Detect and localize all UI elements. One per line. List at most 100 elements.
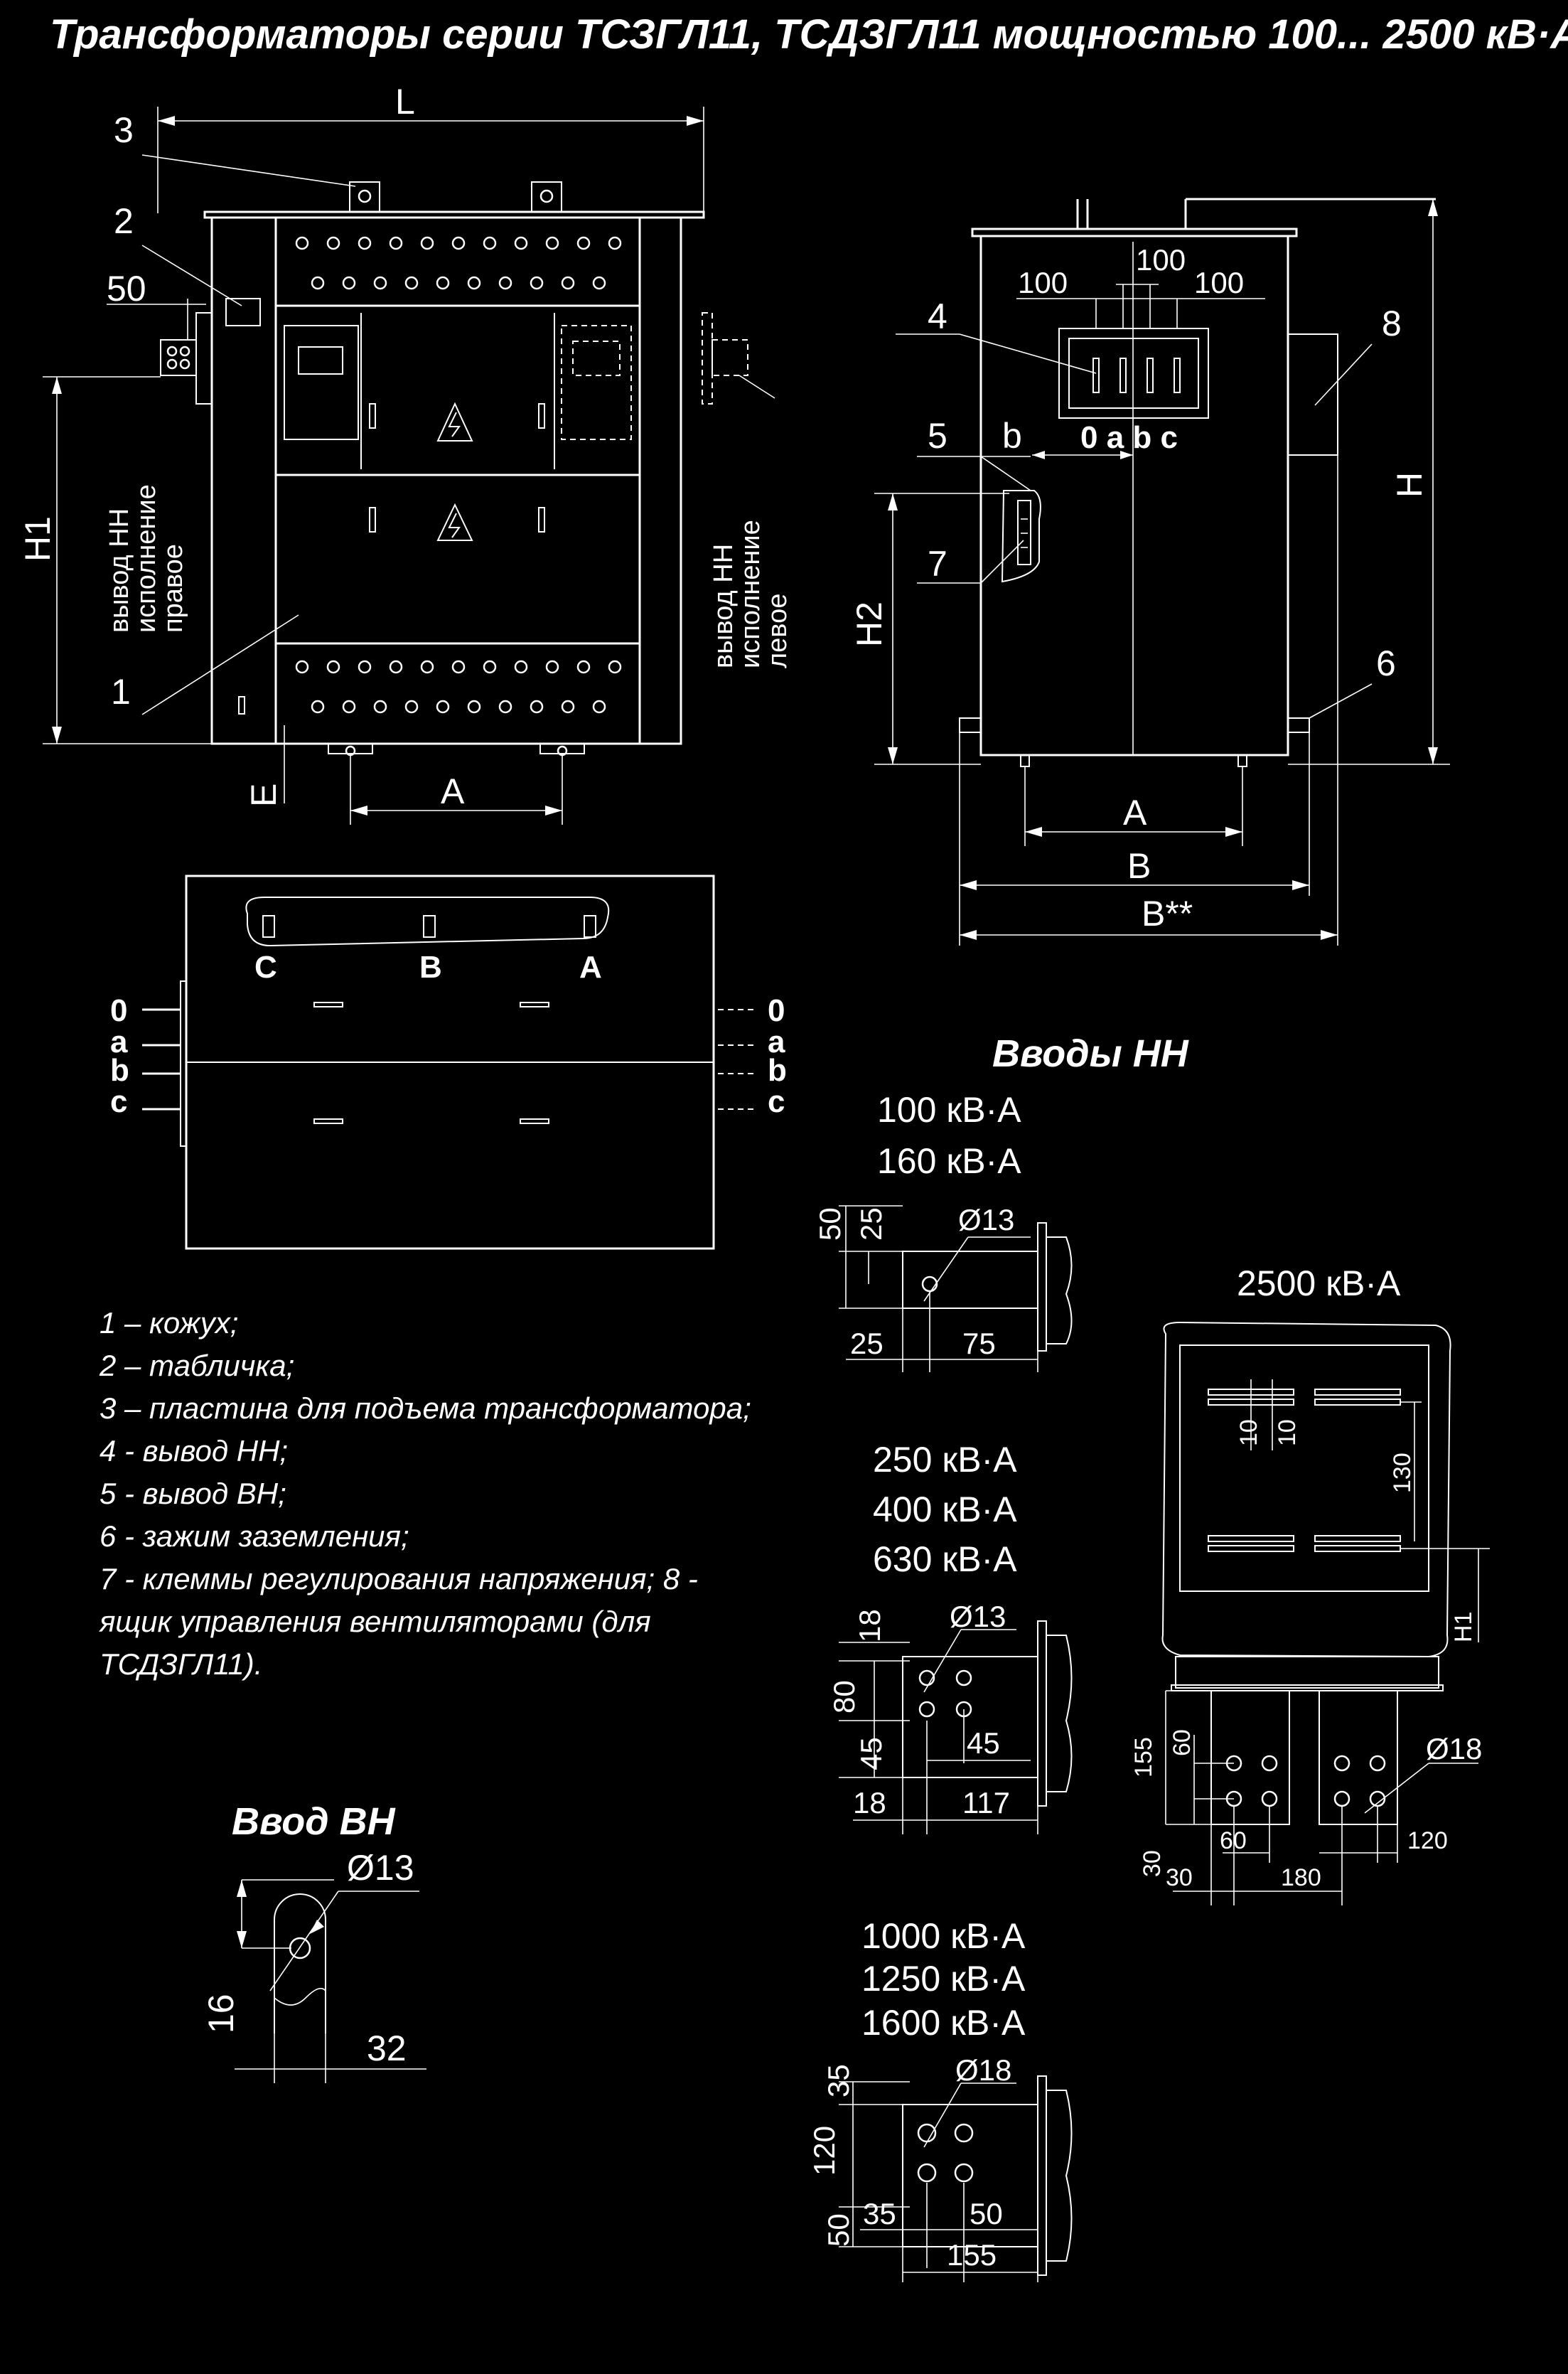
- dim-100-right: 100: [1194, 266, 1244, 299]
- vent-hole: [514, 236, 528, 250]
- g3-dia: Ø18: [955, 2053, 1011, 2087]
- dim-B: B: [1127, 846, 1151, 886]
- g2-rating-3: 630 кВ·А: [873, 1539, 1017, 1579]
- g2-d117: 117: [962, 1786, 1010, 1819]
- vent-hole: [514, 660, 528, 674]
- lv-right-line-1: вывод НН: [104, 508, 134, 633]
- top-view: C B A 0 a b c 0 a b c: [110, 875, 787, 1250]
- vent-hole: [561, 276, 575, 290]
- callout-3: 3: [114, 110, 134, 150]
- g3-d50h: 50: [970, 2197, 1003, 2230]
- lv-left-line-2: исполнение: [736, 520, 766, 668]
- g3-d155: 155: [947, 2238, 997, 2272]
- vent-hole: [576, 660, 591, 674]
- lv-right-line-2: исполнение: [131, 484, 161, 633]
- callout-4: 4: [928, 296, 947, 336]
- vent-hole: [545, 660, 559, 674]
- g4-dia: Ø18: [1426, 1732, 1482, 1765]
- hv-dim-16: 16: [201, 1994, 241, 2033]
- callout-1: 1: [111, 672, 131, 712]
- g4-d155: 155: [1130, 1737, 1157, 1777]
- legend-item-7: 7 - клеммы регулирования напряжения; 8 -: [100, 1562, 698, 1595]
- g1-d50: 50: [813, 1207, 847, 1241]
- vent-hole: [420, 236, 434, 250]
- hv-label-a: A: [579, 950, 602, 985]
- vent-hole: [608, 660, 622, 674]
- dim-b: b: [1002, 416, 1022, 456]
- g2-d45v: 45: [854, 1737, 888, 1770]
- vent-hole: [483, 660, 497, 674]
- legend-item-8: ящик управления вентиляторами (для: [99, 1605, 651, 1638]
- g3-rating-1: 1000 кВ·А: [861, 1916, 1026, 1956]
- lv-inputs-heading: Вводы НН: [992, 1032, 1189, 1075]
- g4-d10a: 10: [1235, 1419, 1262, 1446]
- dim-B2: B**: [1142, 894, 1193, 934]
- vent-hole: [358, 660, 372, 674]
- lv-label-c-right: c: [768, 1084, 785, 1119]
- g4-d60v: 60: [1169, 1729, 1196, 1756]
- vent-hole: [342, 276, 356, 290]
- dim-E: E: [244, 784, 284, 807]
- legend-item-2: 2 – табличка;: [99, 1349, 294, 1382]
- legend-item-4: 4 - вывод НН;: [100, 1434, 288, 1467]
- legend-item-9: ТСДЗГЛ11).: [100, 1647, 262, 1681]
- legend-item-6: 6 - зажим заземления;: [100, 1519, 409, 1553]
- vent-hole: [592, 700, 606, 714]
- g1-rating-1: 100 кВ·А: [877, 1090, 1021, 1130]
- vent-hole: [358, 236, 372, 250]
- vent-hole: [373, 276, 387, 290]
- hv-stud: [584, 915, 596, 938]
- callout-2: 2: [114, 201, 134, 241]
- vent-hole: [451, 236, 466, 250]
- g2-d18h: 18: [853, 1786, 886, 1819]
- g2-rating-1: 250 кВ·А: [873, 1440, 1017, 1480]
- vent-hole: [451, 660, 466, 674]
- callout-5: 5: [928, 416, 947, 456]
- vent-hole: [467, 700, 481, 714]
- vent-hole: [295, 236, 309, 250]
- g2-d80: 80: [827, 1680, 861, 1713]
- lv-label-0-left: 0: [110, 993, 127, 1028]
- vent-hole: [389, 236, 403, 250]
- lv-label-c-left: c: [110, 1084, 127, 1119]
- vent-hole: [545, 236, 559, 250]
- vent-hole: [373, 700, 387, 714]
- g2-rating-2: 400 кВ·А: [873, 1490, 1017, 1529]
- g4-rating: 2500 кВ·А: [1237, 1263, 1401, 1303]
- g2-d45h: 45: [967, 1726, 1000, 1760]
- legend: 1 – кожух; 2 – табличка; 3 – пластина дл…: [99, 1306, 751, 1681]
- legend-item-3: 3 – пластина для подъема трансформатора;: [100, 1391, 751, 1425]
- g4-d30h: 30: [1166, 1864, 1193, 1891]
- g4-d60h: 60: [1220, 1827, 1247, 1854]
- vent-hole: [326, 236, 340, 250]
- vent-hole: [592, 276, 606, 290]
- g4-d120: 120: [1407, 1827, 1448, 1854]
- lv-left-line-3: левое: [763, 594, 793, 668]
- g3-d35v: 35: [822, 2064, 855, 2097]
- g1-d75: 75: [962, 1327, 996, 1360]
- hv-input-detail: Ввод ВН 16 32 Ø13: [201, 1800, 426, 2083]
- vent-hole: [608, 236, 622, 250]
- dim-100-left: 100: [1018, 266, 1068, 299]
- dim-100-top: 100: [1136, 243, 1186, 277]
- g2-dia: Ø13: [950, 1600, 1006, 1633]
- front-view: L 3 2: [18, 82, 793, 825]
- vent-hole: [295, 660, 309, 674]
- vent-hole: [326, 660, 340, 674]
- lv-label-a-left: a: [110, 1025, 128, 1059]
- dim-A-side: A: [1123, 793, 1147, 833]
- vent-hole: [311, 276, 325, 290]
- hv-stud: [423, 915, 436, 938]
- lv-right-line-3: правое: [159, 544, 188, 633]
- vent-hole: [498, 276, 512, 290]
- phase-labels: 0 a b c: [1080, 420, 1178, 455]
- g1-rating-2: 160 кВ·А: [877, 1141, 1021, 1181]
- vent-hole: [467, 276, 481, 290]
- hv-input-heading: Ввод ВН: [232, 1800, 396, 1843]
- lv-label-b-right: b: [768, 1053, 787, 1088]
- vent-hole: [311, 700, 325, 714]
- vent-hole: [436, 276, 450, 290]
- lv-label-a-right: a: [768, 1025, 785, 1059]
- page-title: Трансформаторы серии ТСЗГЛ11, ТСДЗГЛ11 м…: [50, 11, 1568, 58]
